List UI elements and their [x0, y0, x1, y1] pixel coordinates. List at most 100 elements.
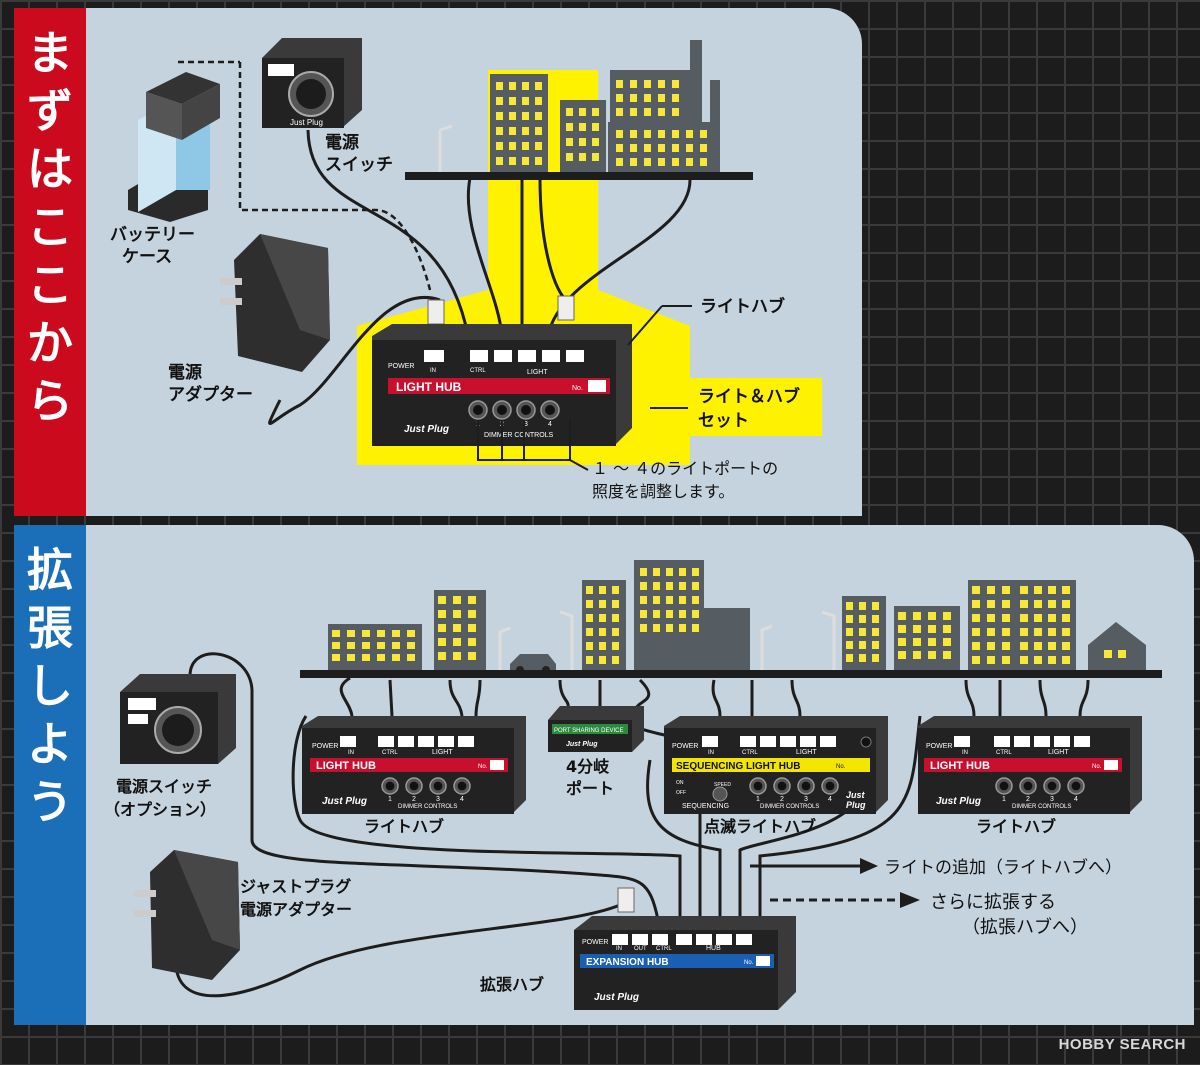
building-window [592, 153, 599, 161]
building-window [987, 642, 995, 650]
building-window [332, 642, 340, 649]
svg-text:IN: IN [962, 750, 968, 756]
knob-number: 4 [828, 796, 832, 803]
building-window [686, 130, 693, 138]
knob-number: 1 [388, 796, 392, 803]
label-power-adapter: 電源 アダプター [168, 362, 253, 405]
svg-text:IN: IN [430, 368, 436, 374]
building-window [616, 108, 623, 116]
knob-number: 2 [412, 796, 416, 803]
building-window [653, 610, 660, 618]
building-window [1020, 614, 1028, 622]
building-window [377, 654, 385, 661]
svg-text:LIGHT HUB: LIGHT HUB [316, 760, 376, 772]
building-window [453, 596, 461, 604]
label-dimmer-note: １ ～ ４のライトポートの 照度を調整します。 [592, 459, 778, 501]
building-window [438, 596, 446, 604]
building-window [653, 624, 660, 632]
building-window [692, 596, 699, 604]
port-socket [716, 934, 732, 945]
building-window [522, 142, 529, 150]
port-socket [632, 934, 648, 945]
building-window [535, 142, 542, 150]
building-window [658, 130, 665, 138]
port-socket [1034, 736, 1050, 747]
building-window [616, 144, 623, 152]
svg-text:Just Plug: Just Plug [404, 424, 449, 435]
building-window [347, 654, 355, 661]
building-window [672, 94, 679, 102]
building-window [630, 130, 637, 138]
label-light-hub: ライトハブ [700, 296, 785, 317]
building-window [566, 153, 573, 161]
building-window [392, 642, 400, 649]
building-window [1062, 600, 1070, 608]
port-socket [340, 736, 356, 747]
building-window [509, 127, 516, 135]
building-window [1020, 642, 1028, 650]
building-window [943, 638, 951, 646]
building-window [1002, 586, 1010, 594]
svg-text:IN: IN [348, 750, 354, 756]
building-window [686, 144, 693, 152]
building-window [616, 80, 623, 88]
knob-number: 1 [756, 796, 760, 803]
port-socket [418, 736, 434, 747]
building-window [898, 625, 906, 633]
title2-char: 拡 [27, 543, 73, 597]
building-window [928, 612, 936, 620]
title1-char: ら [27, 374, 73, 428]
svg-text:Just Plug: Just Plug [936, 796, 981, 807]
building-window [928, 625, 936, 633]
svg-text:DIMMER CONTROLS: DIMMER CONTROLS [760, 804, 819, 810]
building-window [846, 628, 853, 636]
svg-text:LIGHT: LIGHT [1048, 749, 1069, 756]
port-sharing-device: PORT SHARING DEVICE Just Plug [548, 706, 644, 752]
svg-text:ポート: ポート [566, 779, 614, 798]
building-window [987, 614, 995, 622]
expansion-hub-device: POWER IN OUT CTRL HUB EXPANSION HUB No. … [574, 887, 796, 1010]
building-window [630, 144, 637, 152]
building-window [362, 654, 370, 661]
light-hub-left-device: POWER IN CTRL LIGHT LIGHT HUB No. Just P… [302, 716, 526, 814]
building-window [362, 630, 370, 637]
port-socket [736, 934, 752, 945]
building-window [579, 153, 586, 161]
building-window [612, 600, 619, 608]
building-window [859, 641, 866, 649]
port-socket [1014, 736, 1030, 747]
building-window [692, 568, 699, 576]
building-window [586, 600, 593, 608]
building-window [522, 112, 529, 120]
building-window [972, 642, 980, 650]
svg-text:電源アダプター: 電源アダプター [240, 900, 352, 919]
svg-text:スイッチ: スイッチ [325, 155, 393, 175]
title1-char: こ [27, 258, 73, 312]
building-window [616, 94, 623, 102]
svg-text:POWER: POWER [672, 743, 698, 750]
building-window [1020, 656, 1028, 664]
building-window [496, 127, 503, 135]
svg-text:Plug: Plug [846, 800, 866, 810]
building-window [913, 651, 921, 659]
label-light-hub-set: ライト＆ハブ セット [690, 378, 822, 436]
svg-text:DIMMER CONTROLS: DIMMER CONTROLS [1012, 804, 1071, 810]
building-window [644, 94, 651, 102]
svg-text:CTRL: CTRL [470, 368, 486, 374]
plug-connector [427, 299, 445, 325]
building-window [692, 582, 699, 590]
building-window [943, 651, 951, 659]
title1-char: は [27, 142, 73, 196]
building-window [468, 624, 476, 632]
svg-text:アダプター: アダプター [168, 384, 253, 405]
building-window [407, 654, 415, 661]
building-window [468, 638, 476, 646]
svg-text:SEQUENCING LIGHT HUB: SEQUENCING LIGHT HUB [676, 761, 800, 772]
building-window [453, 624, 461, 632]
building-window [686, 158, 693, 166]
building-window [658, 158, 665, 166]
svg-text:CTRL: CTRL [382, 750, 398, 756]
knob-number: 3 [524, 421, 528, 428]
building-window [644, 158, 651, 166]
